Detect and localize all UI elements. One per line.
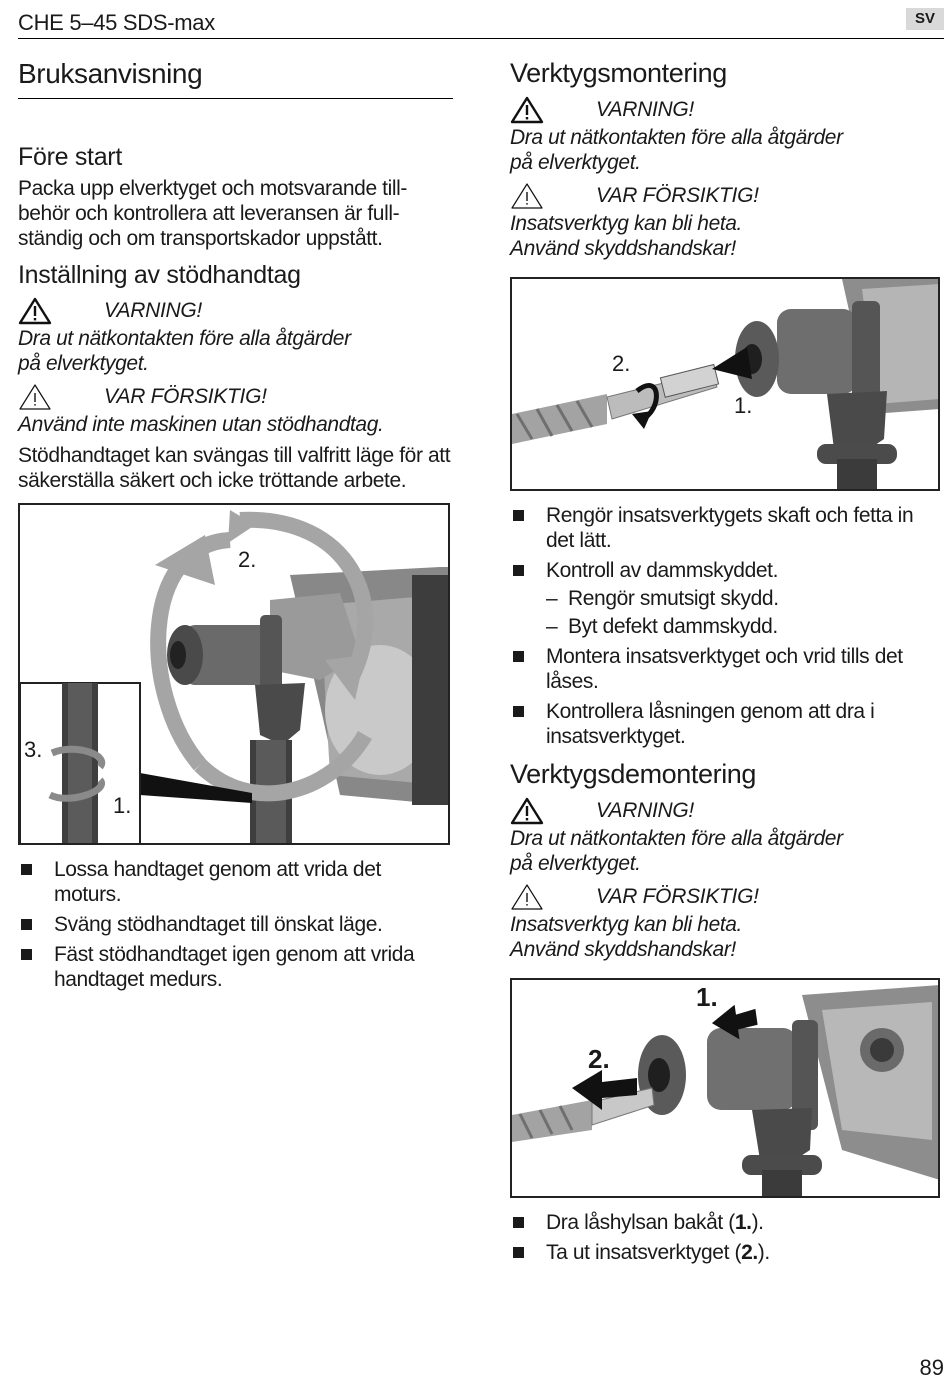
tool-mounting-figure: 2. 1. <box>510 277 940 491</box>
dismount-heading: Verktygsdemontering <box>510 759 757 789</box>
handle-heading: Inställning av stödhandtag <box>18 261 301 289</box>
caution-text-line-1: Insatsverktyg kan bli heta. <box>510 913 742 936</box>
before-start-heading: Före start <box>18 143 122 171</box>
list-item: Rengör insatsverktygets skaft och fetta … <box>510 503 942 553</box>
list-item: Sväng stödhandtaget till önskat läge. <box>18 912 453 937</box>
list-item: Kontrollera låsningen genom att dra i in… <box>510 699 942 749</box>
warning-label: VARNING! <box>596 799 694 822</box>
handle-body-text: Stödhandtaget kan svängas till valfritt … <box>18 444 451 492</box>
caution-label: VAR FÖRSIKTIG! <box>596 885 759 908</box>
caution-label: VAR FÖRSIKTIG! <box>596 184 759 207</box>
tool-mounting-illustration <box>512 279 938 489</box>
list-item: Montera insatsverktyget och vrid tills d… <box>510 644 942 694</box>
figure-label-1: 1. <box>696 982 718 1012</box>
warning-text: Dra ut nätkontakten före alla åtgärder p… <box>510 126 843 174</box>
step-reference: 1. <box>734 1211 752 1234</box>
language-badge: SV <box>906 8 944 30</box>
warning-text: Dra ut nätkontakten före alla åtgärder p… <box>18 327 351 375</box>
caution-text: Använd inte maskinen utan stödhandtag. <box>18 413 384 436</box>
figure-label-2: 2. <box>238 547 257 572</box>
caution-label: VAR FÖRSIKTIG! <box>104 385 267 408</box>
list-item-text: Dra låshylsan bakåt ( <box>546 1211 735 1234</box>
warning-label: VARNING! <box>104 299 202 322</box>
support-handle-illustration <box>20 510 448 843</box>
list-item-text-end: ). <box>757 1241 770 1264</box>
caution-text-line-1: Insatsverktyg kan bli heta. <box>510 212 742 235</box>
list-item-text: Kontroll av dammskyddet. <box>546 559 779 582</box>
list-item: Dra låshylsan bakåt (1.). <box>510 1210 942 1235</box>
header-rule <box>18 38 944 39</box>
step-reference: 2. <box>741 1241 758 1264</box>
caution-heading: VAR FÖRSIKTIG! <box>510 181 942 211</box>
support-handle-figure: 2. 3. 1. <box>18 503 450 845</box>
warning-label: VARNING! <box>596 98 694 121</box>
list-item: Fäst stödhandtaget igen genom att vrida … <box>18 942 453 992</box>
handle-steps-list: Lossa handtaget genom att vrida det motu… <box>18 857 453 992</box>
caution-heading: VAR FÖRSIKTIG! <box>510 882 942 912</box>
figure-label-2: 2. <box>588 1044 610 1074</box>
caution-triangle-icon <box>511 884 543 910</box>
caution-text-line-2: Använd skyddshandskar! <box>510 237 736 260</box>
figure-label-1: 1. <box>734 393 753 418</box>
tool-dismounting-figure: 1. 2. <box>510 978 940 1198</box>
warning-heading: VARNING! <box>510 95 942 125</box>
sub-list-item: Rengör smutsigt skydd. <box>546 586 942 611</box>
dismount-steps-list: Dra låshylsan bakåt (1.). Ta ut insatsve… <box>510 1210 942 1265</box>
main-title: Bruksanvisning <box>18 58 453 99</box>
mount-steps-list: Rengör insatsverktygets skaft och fetta … <box>510 503 942 749</box>
mount-heading: Verktygsmontering <box>510 58 727 88</box>
page-number: 89 <box>919 1355 944 1380</box>
sub-list-item: Byt defekt dammskydd. <box>546 614 942 639</box>
list-item-text-end: ). <box>751 1211 764 1234</box>
figure-label-2: 2. <box>612 351 631 376</box>
warning-heading: VARNING! <box>18 296 453 326</box>
right-column: Verktygsmontering VARNING! Dra ut nätkon… <box>510 58 942 1270</box>
list-item-text: Ta ut insatsverktyget ( <box>546 1241 742 1264</box>
warning-text: Dra ut nätkontakten före alla åtgärder p… <box>510 827 843 875</box>
figure-label-3: 3. <box>24 737 43 762</box>
list-item: Ta ut insatsverktyget (2.). <box>510 1240 942 1265</box>
warning-triangle-icon <box>510 96 544 124</box>
caution-triangle-icon <box>19 384 51 410</box>
warning-heading: VARNING! <box>510 796 942 826</box>
left-column: Bruksanvisning Före start Packa upp elve… <box>18 58 453 997</box>
list-item: Kontroll av dammskyddet. Rengör smutsigt… <box>510 558 942 639</box>
page-header-title: CHE 5–45 SDS-max <box>18 10 215 35</box>
list-item: Lossa handtaget genom att vrida det motu… <box>18 857 453 907</box>
caution-triangle-icon <box>511 183 543 209</box>
warning-triangle-icon <box>18 297 52 325</box>
tool-dismounting-illustration <box>512 985 938 1196</box>
before-start-text: Packa upp elverktyget och motsvarande ti… <box>18 177 407 250</box>
caution-heading: VAR FÖRSIKTIG! <box>18 382 453 412</box>
sub-list: Rengör smutsigt skydd. Byt defekt dammsk… <box>546 586 942 639</box>
caution-text-line-2: Använd skyddshandskar! <box>510 938 736 961</box>
figure-label-1: 1. <box>113 793 132 818</box>
warning-triangle-icon <box>510 797 544 825</box>
